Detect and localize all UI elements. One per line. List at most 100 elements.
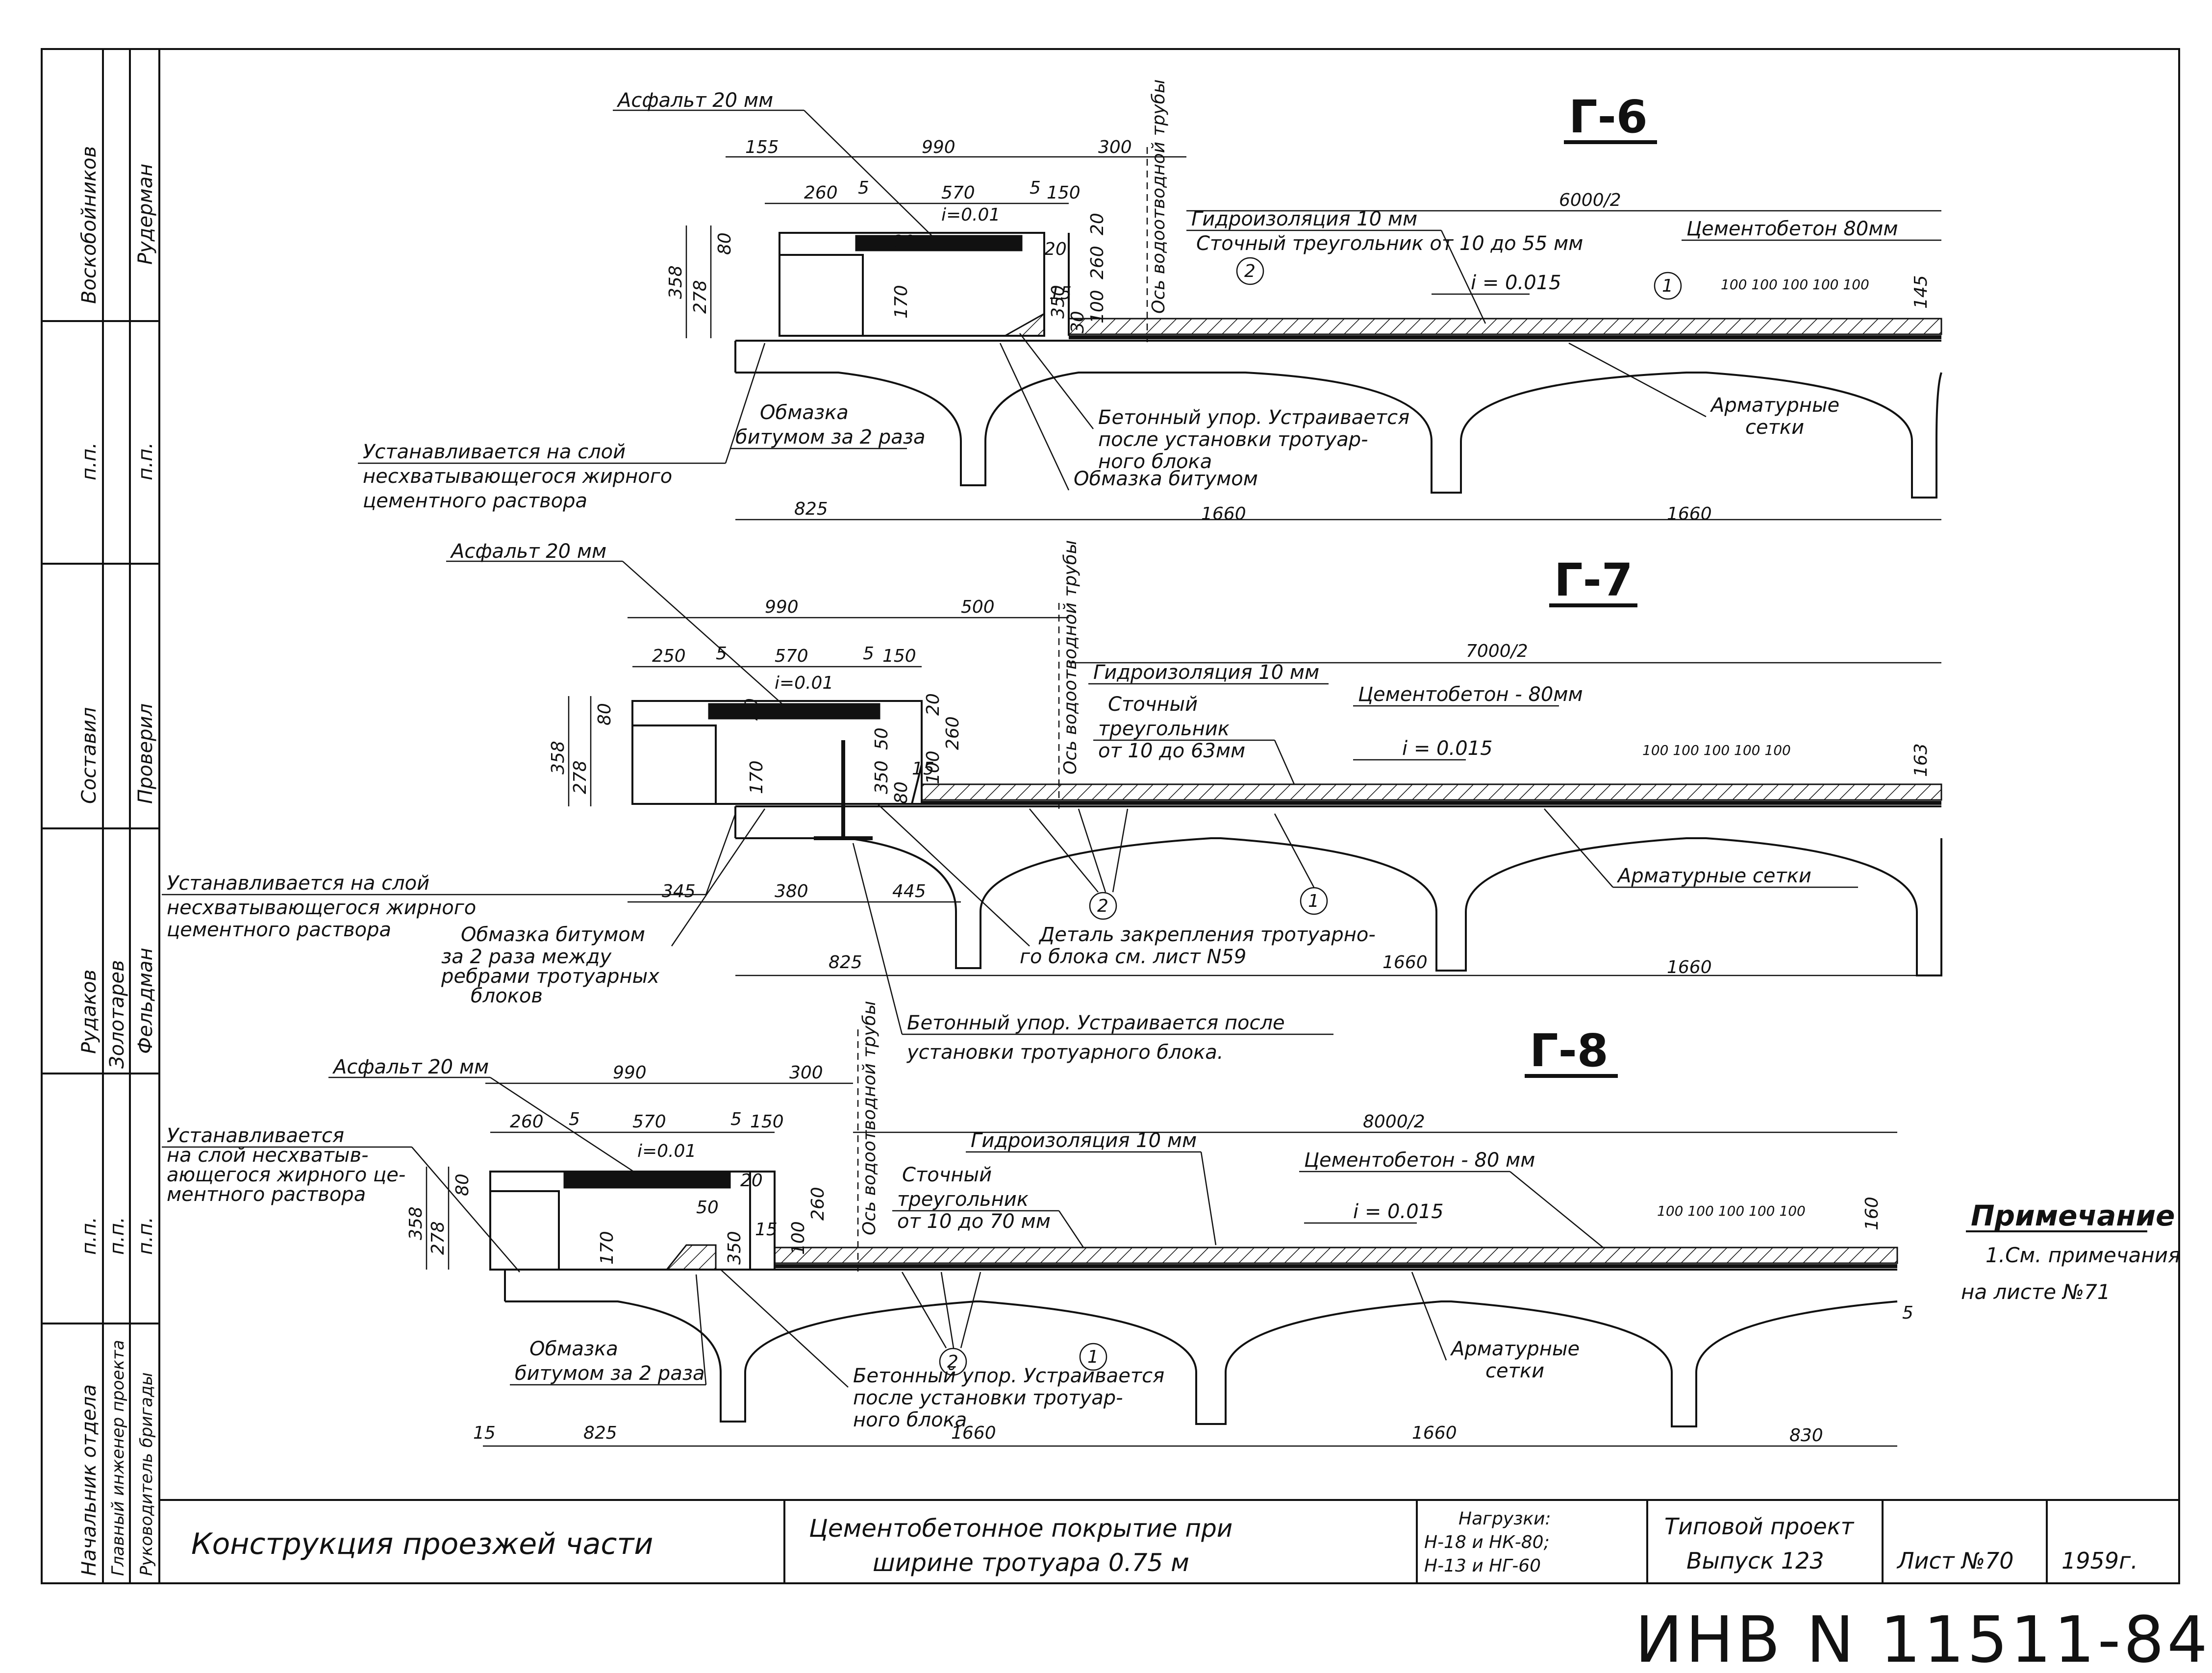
g6-mesh-1: Арматурные (1709, 394, 1839, 417)
g6-vdim-15: 15 (1049, 283, 1072, 303)
g7-vdim-100: 100 (923, 750, 943, 784)
g6-mesh-2: сетки (1745, 416, 1804, 439)
g8-vdim-5: 5 (1902, 1303, 1913, 1323)
side-ruderman: Рудерман (134, 164, 157, 265)
g8-vdim-15b: 15 (473, 1423, 496, 1443)
g8-mesh-1: Арматурные (1450, 1338, 1580, 1360)
g7-dim-5a: 5 (716, 644, 727, 664)
g8-install-note-1: Устанавливается (167, 1124, 344, 1147)
g6-coat-1b: битумом за 2 раза (735, 426, 926, 449)
g7-asphalt-layer (708, 703, 880, 720)
side-zolotarev: Золотарев (106, 960, 128, 1069)
g7-bdim-1660b: 1660 (1667, 957, 1712, 977)
g7-mesh: Арматурные сетки (1616, 865, 1811, 887)
side-pp-5: п.п. (134, 1217, 157, 1255)
g7-edge-dim: 163 (1911, 743, 1931, 777)
g7-dim-150: 150 (882, 646, 916, 666)
g6-vdim-170: 170 (891, 285, 911, 319)
g7-slab-beams (734, 805, 1943, 976)
g8-vdim-50: 50 (696, 1198, 719, 1218)
g6-vdim-20a: 20 (1044, 239, 1067, 259)
g6-dim-5a: 5 (858, 178, 869, 198)
g8-dim-570: 570 (632, 1112, 666, 1132)
note-block: Примечание 1.См. примечания на листе №71 (1961, 1199, 2180, 1304)
g8-vdim-260: 260 (808, 1187, 828, 1221)
g8-bdim-1660a: 1660 (951, 1423, 996, 1443)
g8-mesh-2: сетки (1485, 1360, 1544, 1382)
g7-stop-1: Бетонный упор. Устраивается после (907, 1012, 1285, 1034)
g8-dim-5a: 5 (569, 1109, 580, 1129)
title-block: Конструкция проезжей части Цементобетонн… (159, 1499, 2179, 1583)
g6-grid-spacing: 100 100 100 100 100 (1721, 276, 1869, 293)
inventory-stamp: ИНВ N 11511-84 (1635, 1602, 2211, 1673)
g7-vdim-80: 80 (595, 703, 615, 725)
g7-triangle-2: треугольник (1098, 718, 1230, 740)
g7-concrete: Цементобетон - 80мм (1358, 683, 1583, 706)
g8-slope-small: i=0.01 (637, 1141, 696, 1161)
g8-vdim-20b: 20 (598, 1170, 621, 1190)
g6-coat-2: Обмазка битумом (1074, 468, 1258, 490)
side-rudakov: Рудаков (78, 970, 101, 1054)
g6-title: Г-6 (1569, 91, 1648, 143)
g8-vdim-358: 358 (406, 1206, 426, 1240)
title-loads-2: Н-18 и НК-80; (1424, 1532, 1550, 1552)
g6-stop-2: после установки тротуар- (1098, 428, 1368, 451)
g6-vdim-278: 278 (690, 280, 710, 314)
g6-vdim-20c: 20 (892, 232, 915, 252)
g7-bdim-345: 345 (662, 881, 696, 901)
g6-dim-260: 260 (804, 183, 838, 203)
title-loads-1: Нагрузки: (1458, 1509, 1551, 1529)
g6-mark-1: 1 (1662, 276, 1673, 296)
side-sostavil: Составил (78, 707, 101, 804)
g7-asphalt: Асфальт 20 мм (450, 540, 606, 563)
g8-slope: i = 0.015 (1353, 1200, 1444, 1223)
g6-pavement (1068, 318, 1942, 335)
g6-bdim-1660a: 1660 (1201, 504, 1246, 524)
g7-triangle-1: Сточный (1108, 693, 1198, 716)
g7-hydro: Гидроизоляция 10 мм (1093, 661, 1319, 684)
g7-pipe-axis: Ось водоотводной трубы (1060, 540, 1081, 774)
g7-title: Г-7 (1554, 554, 1633, 606)
g7-vdim-15: 15 (912, 759, 934, 779)
g7-vdim-260: 260 (943, 716, 963, 750)
side-pp-2: п.п. (78, 1217, 101, 1255)
side-pp-4: п.п. (134, 442, 157, 480)
g8-coat-1: Обмазка (529, 1338, 618, 1360)
g7-install-note-1: Устанавливается на слой (167, 872, 429, 895)
g7-install-note-2: несхватывающегося жирного (167, 897, 476, 919)
g7-stop-2: установки тротуарного блока. (906, 1041, 1224, 1064)
g7-coat-1: Обмазка битумом (461, 924, 645, 946)
g7-dim-250: 250 (652, 646, 686, 666)
g6-vdim-20b: 20 (1087, 213, 1107, 235)
g8-pavement (774, 1247, 1898, 1264)
g8-coat-2: битумом за 2 раза (515, 1362, 705, 1385)
title-year: 1959г. (2061, 1548, 2138, 1574)
g8-grid-spacing: 100 100 100 100 100 (1657, 1203, 1806, 1219)
g8-dim-300: 300 (789, 1063, 823, 1083)
title-part: Конструкция проезжей части (191, 1527, 653, 1561)
g8-bdim-830: 830 (1789, 1425, 1823, 1446)
note-heading: Примечание (1971, 1199, 2175, 1232)
g8-triangle-2: треугольник (897, 1188, 1029, 1211)
section-g6: Г-6 Ось водоотводной трубы 155 990 300 2… (358, 79, 1942, 524)
g7-dim-5b: 5 (863, 644, 874, 664)
g7-vdim-20: 20 (923, 693, 943, 716)
sheet-border (41, 48, 2180, 1584)
g6-concrete: Цементобетон 80мм (1686, 218, 1898, 240)
g8-hydro: Гидроизоляция 10 мм (971, 1129, 1197, 1152)
g7-half-width: 7000/2 (1466, 641, 1528, 661)
side-chief-engineer: Главный инженер проекта (108, 1340, 128, 1576)
section-g8: Г-8 Ось водоотводной трубы 990 300 260 5… (162, 1001, 1913, 1447)
g6-bdim-1660b: 1660 (1667, 504, 1712, 524)
g6-vdim-80: 80 (715, 232, 735, 255)
g8-pipe-axis: Ось водоотводной трубы (859, 1001, 880, 1235)
g8-title: Г-8 (1530, 1024, 1609, 1077)
g7-bdim-1660a: 1660 (1382, 952, 1428, 973)
g6-mark-2: 2 (1244, 261, 1256, 281)
side-feldman: Фельдман (134, 948, 157, 1054)
g7-coat-3: ребрами тротуарных (441, 965, 659, 988)
g7-mark-2: 2 (1097, 896, 1108, 916)
g7-vdim-20b: 20 (742, 698, 762, 721)
g6-vdim-100: 100 (1087, 290, 1107, 324)
title-project-1: Типовой проект (1664, 1513, 1854, 1540)
